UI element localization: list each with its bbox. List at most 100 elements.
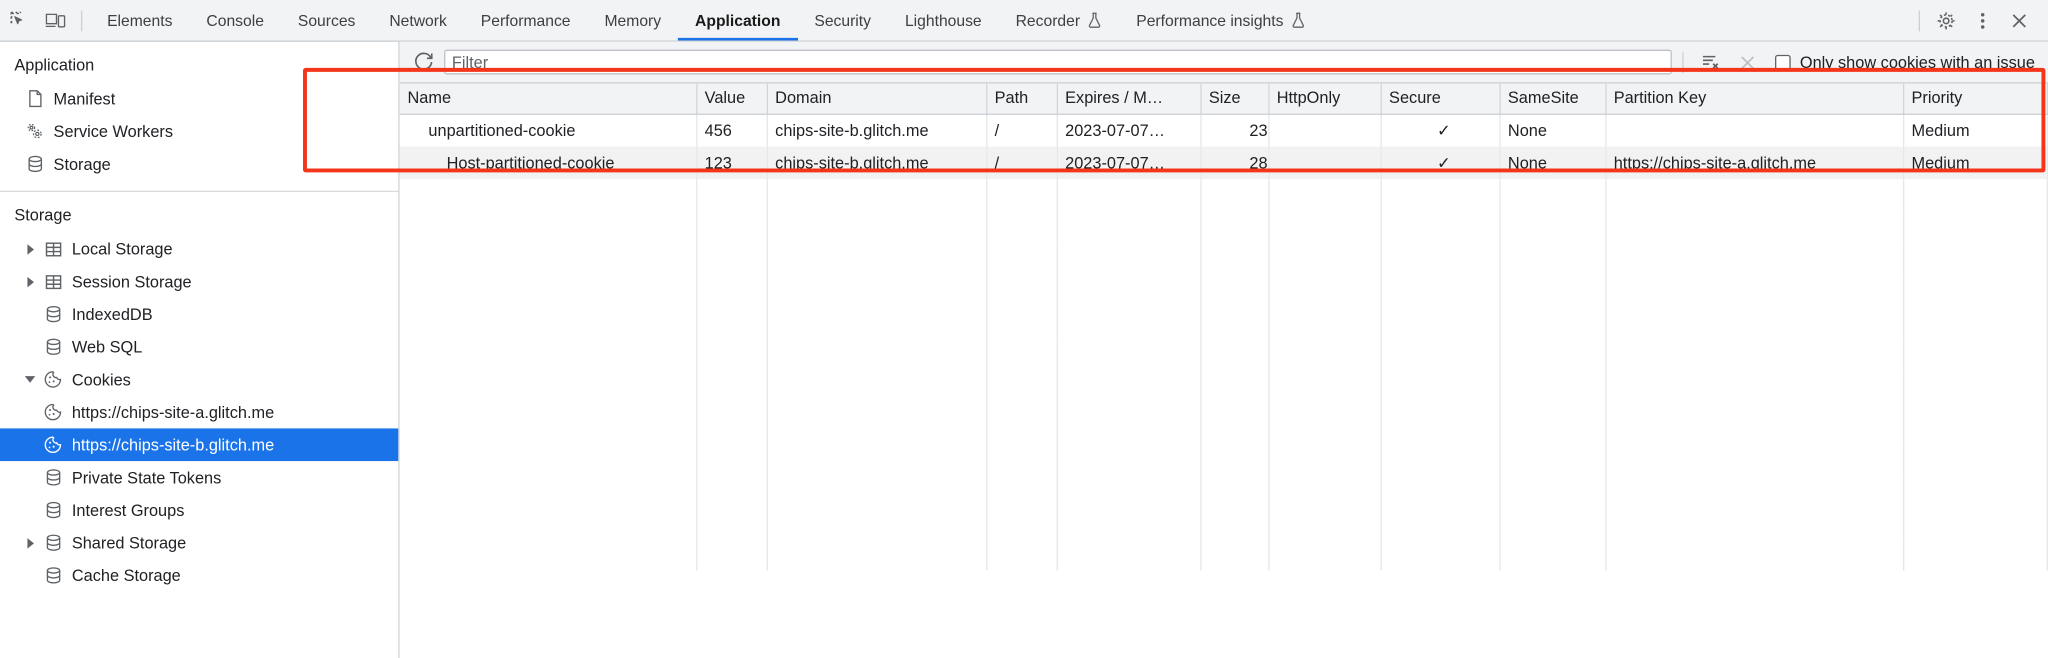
chevron-right-icon[interactable]: [21, 276, 39, 287]
cookies-table-container[interactable]: Name Value Domain Path Expires / M… Size…: [399, 83, 2048, 658]
sidebar-item-label: Manifest: [53, 89, 116, 108]
tab-performance[interactable]: Performance: [464, 0, 588, 40]
sidebar-item-cache-storage[interactable]: Cache Storage: [0, 559, 398, 592]
device-toolbar-icon[interactable]: [37, 3, 74, 37]
inspect-element-icon[interactable]: [0, 3, 37, 37]
cell-expires: 2023-07-07…: [1056, 113, 1201, 147]
filterbar-divider: [1682, 51, 1684, 73]
experiment-flask-icon: [1290, 12, 1306, 29]
filter-input[interactable]: [444, 49, 1672, 75]
sidebar-section-storage: Storage Local Storage: [0, 192, 399, 602]
cookie-icon: [39, 370, 66, 390]
tab-recorder[interactable]: Recorder: [999, 0, 1120, 40]
refresh-icon[interactable]: [408, 46, 441, 79]
tab-security[interactable]: Security: [797, 0, 888, 40]
cell-secure: ✓: [1380, 113, 1501, 147]
chevron-right-icon[interactable]: [21, 243, 39, 255]
sidebar-item-interest-groups[interactable]: Interest Groups: [0, 494, 398, 527]
tab-network[interactable]: Network: [372, 0, 463, 40]
chevron-right-icon[interactable]: [21, 537, 39, 548]
sidebar-item-private-state-tokens[interactable]: Private State Tokens: [0, 461, 398, 494]
only-show-issues-checkbox-row[interactable]: Only show cookies with an issue: [1767, 53, 2040, 71]
tab-label: Elements: [107, 11, 173, 30]
column-header-samesite[interactable]: SameSite: [1499, 83, 1606, 115]
cell-partition-key: https://chips-site-a.glitch.me: [1605, 146, 1904, 179]
sidebar-item-cookies-chips-site-a[interactable]: https://chips-site-a.glitch.me: [0, 396, 398, 429]
cell-httponly: [1268, 146, 1382, 179]
sidebar-item-label: Session Storage: [71, 272, 192, 291]
sidebar-item-cookies[interactable]: Cookies: [0, 363, 398, 396]
sidebar-item-indexeddb[interactable]: IndexedDB: [0, 298, 398, 331]
cell-samesite: None: [1499, 113, 1606, 147]
sidebar-item-cookies-chips-site-b[interactable]: https://chips-site-b.glitch.me: [0, 428, 399, 462]
table-filler-row: [399, 407, 2048, 441]
cell-expires: 2023-07-07…: [1056, 146, 1201, 179]
table-header-row: Name Value Domain Path Expires / M… Size…: [399, 83, 2048, 115]
column-header-expires[interactable]: Expires / M…: [1056, 83, 1201, 115]
column-header-domain[interactable]: Domain: [766, 83, 987, 115]
column-header-partition-key[interactable]: Partition Key: [1605, 83, 1904, 115]
sidebar-item-label: https://chips-site-a.glitch.me: [71, 402, 275, 422]
column-header-path[interactable]: Path: [986, 83, 1058, 115]
settings-gear-icon[interactable]: [1928, 3, 1965, 37]
cookies-table: Name Value Domain Path Expires / M… Size…: [399, 83, 2048, 571]
column-header-name[interactable]: Name: [399, 83, 697, 115]
tab-lighthouse[interactable]: Lighthouse: [888, 0, 999, 40]
sidebar-item-label: Service Workers: [53, 122, 174, 141]
tab-console[interactable]: Console: [189, 0, 280, 40]
sidebar-item-local-storage[interactable]: Local Storage: [0, 232, 398, 265]
database-icon: [39, 566, 66, 586]
column-header-secure[interactable]: Secure: [1380, 83, 1501, 115]
tab-elements[interactable]: Elements: [90, 0, 189, 40]
close-devtools-icon[interactable]: [2001, 3, 2038, 37]
sidebar-item-label: Web SQL: [71, 337, 143, 356]
cookies-table-body: unpartitioned-cookie 456 chips-site-b.gl…: [399, 113, 2048, 571]
sidebar-item-storage[interactable]: Storage: [0, 148, 398, 181]
table-filler-row: [399, 178, 2048, 212]
sidebar-item-session-storage[interactable]: Session Storage: [0, 265, 398, 298]
cookie-icon: [39, 402, 66, 422]
gears-icon: [21, 121, 48, 141]
tab-label: Network: [389, 11, 447, 30]
table-filler-row: [399, 505, 2048, 539]
only-show-issues-label: Only show cookies with an issue: [1799, 52, 2035, 72]
column-header-value[interactable]: Value: [696, 83, 768, 115]
sidebar-item-web-sql[interactable]: Web SQL: [0, 330, 398, 363]
tab-application[interactable]: Application: [678, 0, 798, 41]
tab-performance-insights[interactable]: Performance insights: [1119, 0, 1322, 40]
cell-httponly: [1268, 113, 1382, 147]
cookies-filter-toolbar: Only show cookies with an issue: [399, 41, 2048, 84]
more-options-icon[interactable]: [1964, 3, 2001, 37]
table-row[interactable]: __Host-partitioned-cookie 123 chips-site…: [399, 146, 2048, 179]
delete-selected-cookie-icon[interactable]: [1731, 46, 1764, 79]
devtools-main-area: Application Manifest: [0, 41, 2048, 658]
table-filler-row: [399, 276, 2048, 310]
cell-name: __Host-partitioned-cookie: [399, 146, 697, 179]
experiment-flask-icon: [1087, 12, 1103, 29]
only-show-issues-checkbox[interactable]: [1775, 54, 1791, 70]
table-filler-row: [399, 309, 2048, 343]
table-grid-icon: [39, 272, 66, 290]
sidebar-item-manifest[interactable]: Manifest: [0, 82, 398, 115]
database-icon: [39, 533, 66, 553]
table-filler-row: [399, 538, 2048, 571]
application-sidebar[interactable]: Application Manifest: [0, 41, 400, 658]
column-header-httponly[interactable]: HttpOnly: [1268, 83, 1382, 115]
table-row[interactable]: unpartitioned-cookie 456 chips-site-b.gl…: [399, 113, 2048, 147]
table-filler-row: [399, 472, 2048, 506]
sidebar-item-label: Cookies: [71, 370, 131, 389]
clear-all-cookies-icon[interactable]: [1694, 46, 1727, 79]
tab-sources[interactable]: Sources: [281, 0, 372, 40]
column-header-priority[interactable]: Priority: [1903, 83, 2048, 115]
tab-memory[interactable]: Memory: [588, 0, 679, 40]
database-icon: [39, 337, 66, 357]
tab-label: Sources: [297, 11, 356, 30]
cell-path: /: [986, 113, 1058, 147]
devtools-main-toolbar: Elements Console Sources Network Perform…: [0, 0, 2048, 42]
cell-name: unpartitioned-cookie: [399, 113, 697, 147]
sidebar-item-service-workers[interactable]: Service Workers: [0, 115, 398, 148]
sidebar-item-shared-storage[interactable]: Shared Storage: [0, 526, 398, 559]
column-header-size[interactable]: Size: [1200, 83, 1269, 115]
chevron-down-icon[interactable]: [21, 376, 39, 383]
